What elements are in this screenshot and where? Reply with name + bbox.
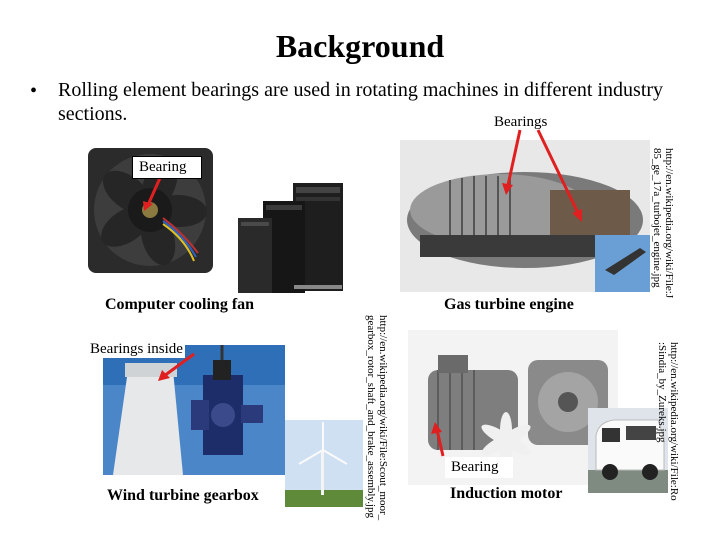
turbine-source-url: http://en.wikipedia.org/wiki/File:J 85_g…: [651, 148, 675, 299]
motor-bearing-arrow: [431, 422, 445, 457]
slide-title: Background: [275, 28, 445, 64]
bullet-dot: •: [30, 80, 38, 102]
turbine-caption: Gas turbine engine: [444, 296, 574, 313]
wind-turbine-photo: [285, 420, 363, 507]
fan-bearing-label: Bearing: [132, 156, 202, 179]
van-photo: [588, 408, 668, 493]
motor-caption: Induction motor: [450, 485, 563, 502]
wind-bearings-label: Bearings inside: [88, 341, 185, 358]
wind-bearing-arrow: [158, 352, 195, 381]
bullet-text: Rolling element bearings are used in rot…: [58, 79, 664, 125]
fan-bearing-arrow: [143, 177, 162, 211]
induction-motor-photo: [408, 330, 618, 485]
cooling-fan-photo: [88, 143, 358, 298]
wind-caption: Wind turbine gearbox: [107, 487, 259, 504]
motor-bearing-label: Bearing: [445, 457, 513, 478]
turbine-bearings-label: Bearings: [494, 114, 548, 130]
turbine-bearing-arrows: [502, 129, 582, 222]
gas-turbine-photo: [400, 140, 650, 292]
fan-caption: Computer cooling fan: [105, 296, 255, 313]
motor-source-url: http://en.wikipedia.org/wiki/File:Ro :Si…: [656, 342, 680, 501]
wind-source-url: http://en.wikipedia.org/wiki/File:Scout_…: [365, 315, 389, 521]
